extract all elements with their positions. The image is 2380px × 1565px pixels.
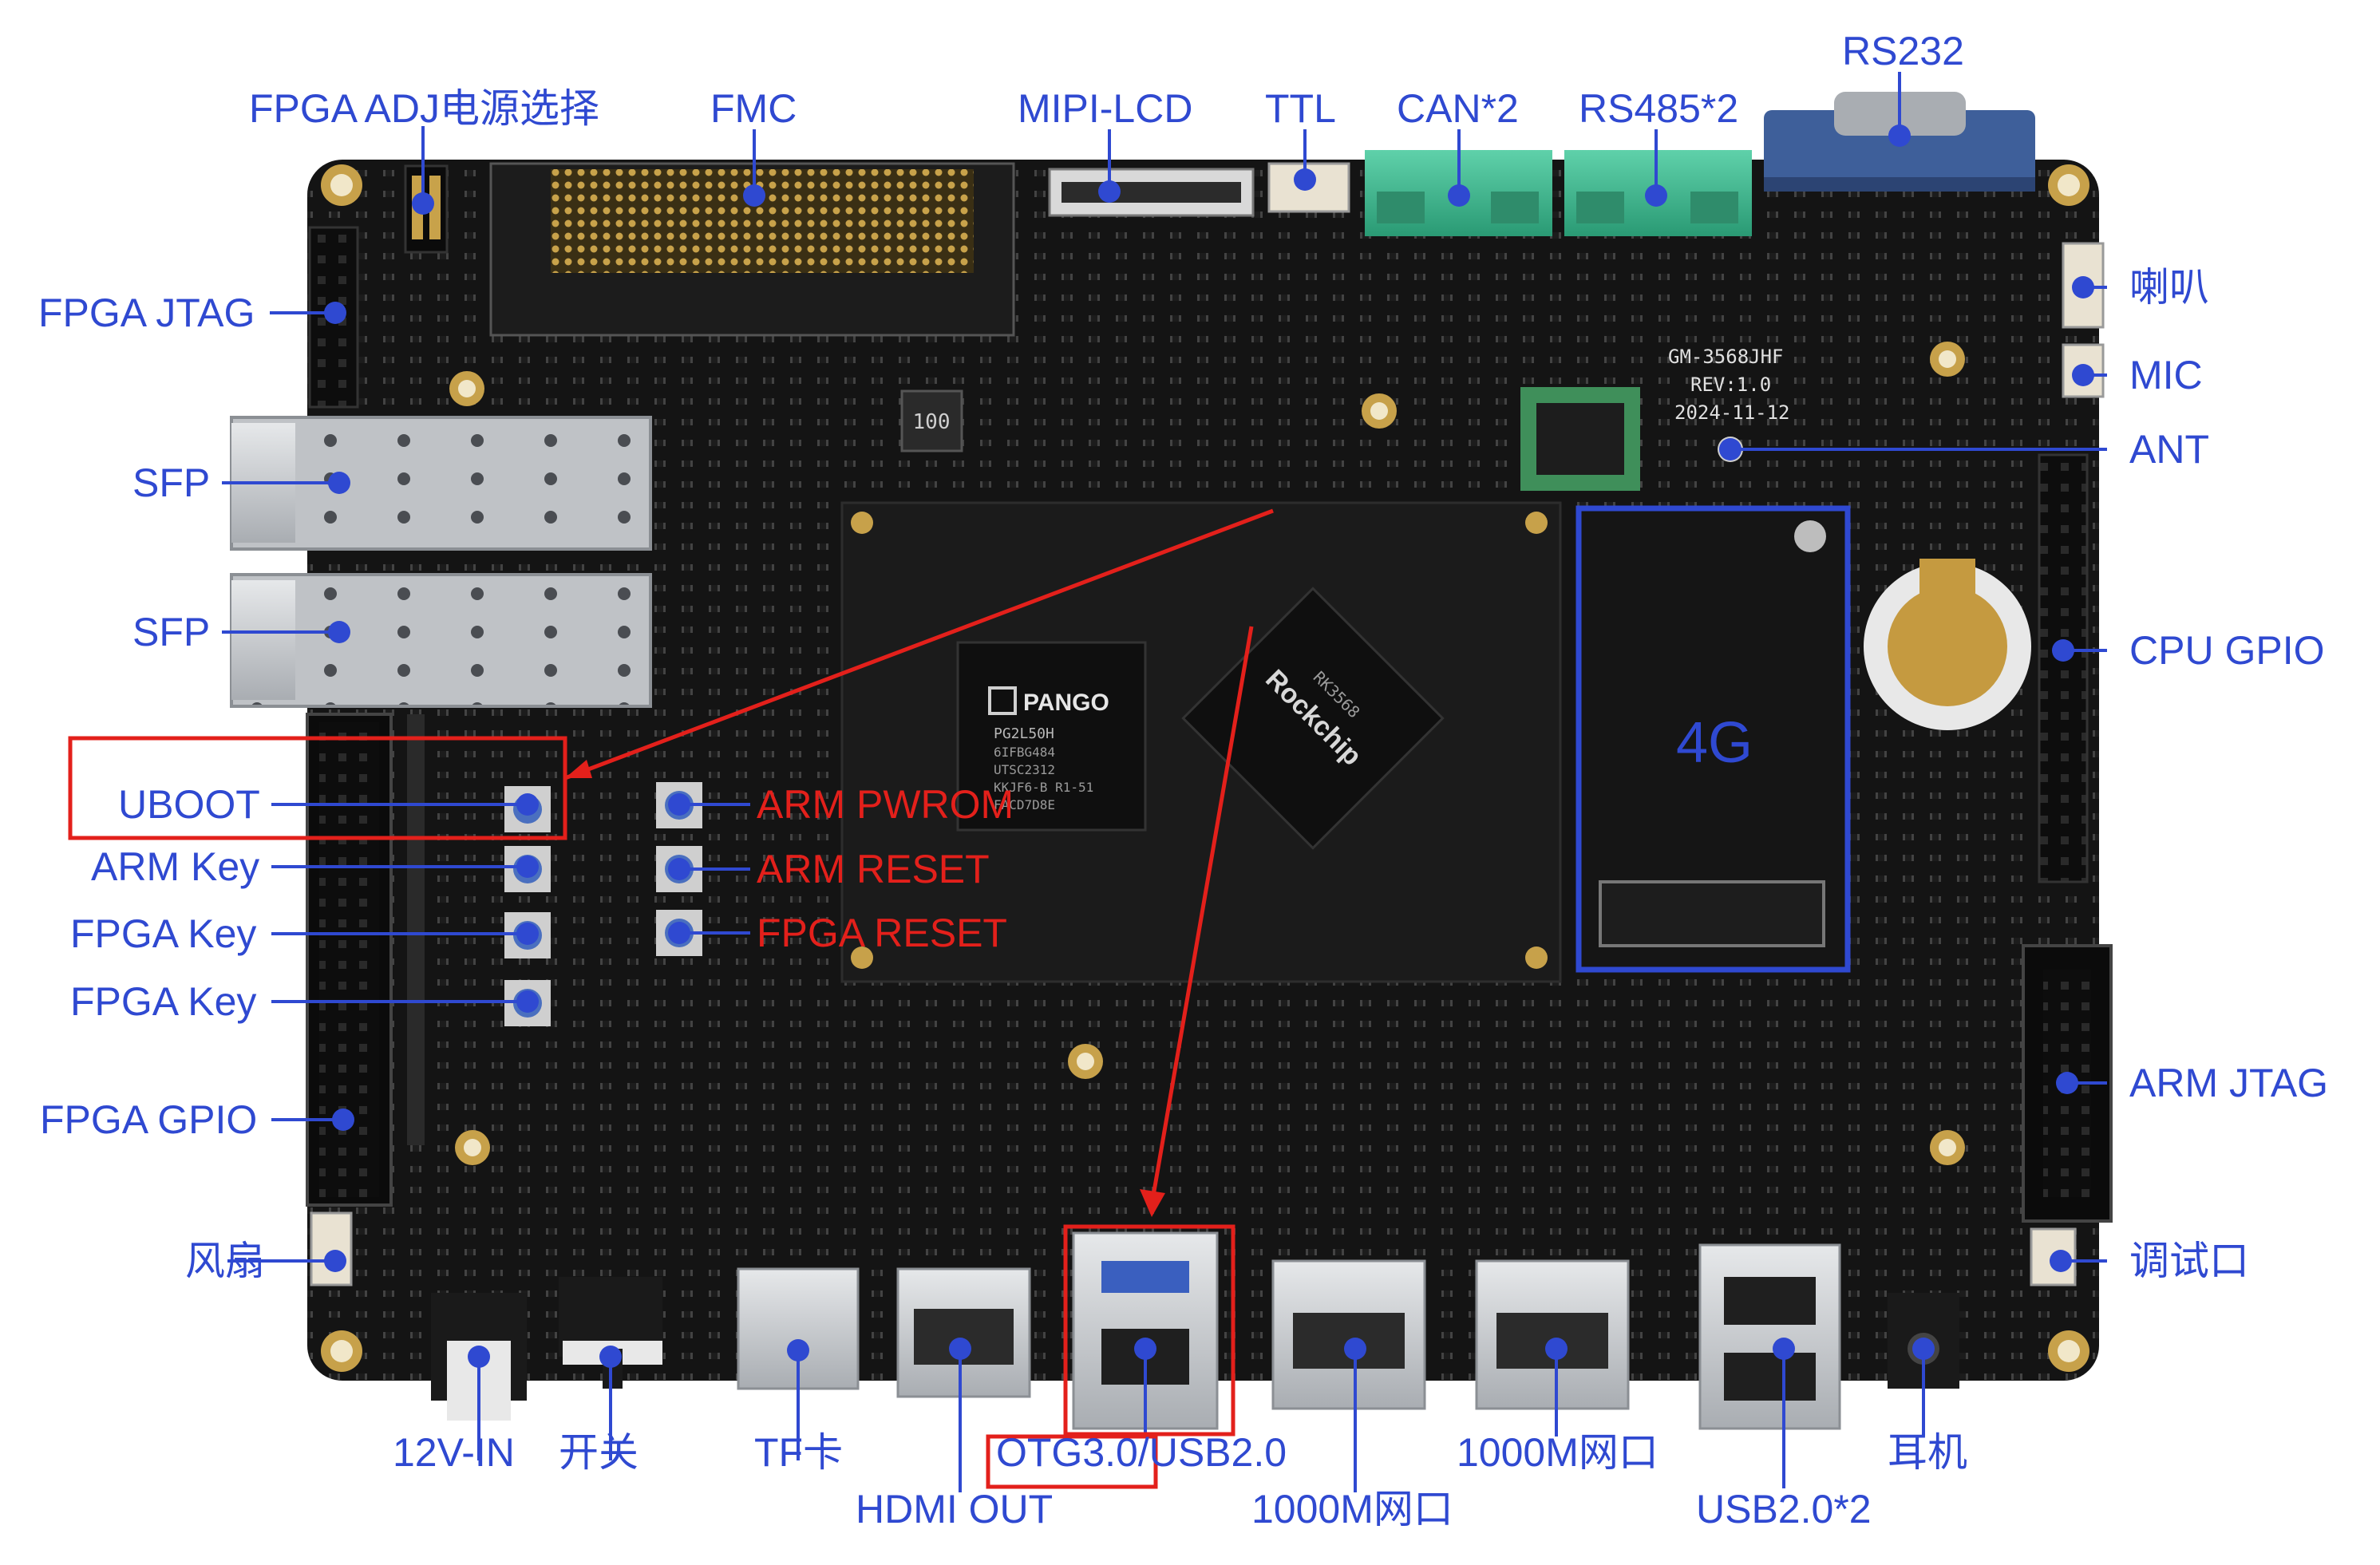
4g-module-slot [1580,511,1848,974]
label-mipi-lcd: MIPI-LCD [1018,86,1193,131]
label-ttl: TTL [1265,86,1336,131]
label-debug-port: 调试口 [2129,1239,2249,1283]
label-usb-2x: USB2.0*2 [1696,1487,1872,1531]
label-hdmi-out: HDMI OUT [856,1487,1054,1531]
label-mic: MIC [2129,353,2203,397]
fan-connector [310,1211,353,1286]
rs485-terminal-block [1564,150,1752,236]
red-highlights [68,508,1274,1489]
fpga-chip-part: PG2L50H [994,725,1054,742]
inductor: 100 [900,389,963,453]
fpga-chip-line3: UTSC2312 [994,762,1055,777]
inductor-mark: 100 [913,410,951,434]
fpga-chip-brand: PANGO [1023,690,1109,716]
label-power-in: 12V-IN [393,1430,515,1475]
label-sfp-2: SFP [132,610,211,654]
label-otg-usb: OTG3.0/USB2.0 [996,1430,1287,1475]
ethernet-port-1 [1271,1259,1426,1410]
label-earphone: 耳机 [1888,1430,1967,1475]
label-eth-1: 1000M网口 [1251,1487,1453,1531]
silk-model: GM-3568JHF [1668,346,1784,368]
label-cpu-gpio: CPU GPIO [2129,628,2325,673]
ethernet-port-2 [1475,1259,1630,1410]
silkscreen-info: GM-3568JHF REV:1.0 2024-11-12 [1668,346,1790,424]
wifi-module [1520,387,1640,491]
leader-lines [222,72,2107,1492]
label-fpga-jtag: FPGA JTAG [38,290,255,335]
label-fpga-gpio: FPGA GPIO [40,1097,258,1142]
4g-label: 4G [1676,711,1753,775]
usb2-dual-port [1698,1243,1841,1430]
label-arm-reset: ARM RESET [757,847,990,891]
leader-dots [324,124,2094,1368]
label-rs485: RS485*2 [1579,86,1739,131]
red-arrowheads [565,760,1165,1217]
fpga-chip-line5: FACD7D8E [994,797,1055,812]
fpga-chip-line4: KKJF6-B R1-51 [994,780,1093,795]
label-fan: 风扇 [185,1239,265,1283]
label-fpga-key-2: FPGA Key [70,979,257,1024]
silk-date: 2024-11-12 [1674,401,1790,424]
label-arm-jtag: ARM JTAG [2129,1061,2329,1105]
mounting-hole-group [321,164,2089,1372]
coin-cell-holder [1864,559,2031,730]
silk-rev: REV:1.0 [1690,373,1771,396]
label-rs232: RS232 [1842,29,1964,73]
hdmi-connector [896,1267,1031,1398]
fpga-chip-line2: 6IFBG484 [994,745,1055,760]
label-switch: 开关 [559,1430,638,1475]
label-speaker: 喇叭 [2129,265,2209,310]
fpga-chip: PANGO PG2L50H 6IFBG484 UTSC2312 KKJF6-B … [956,641,1147,832]
label-sfp-1: SFP [132,460,211,505]
label-uboot: UBOOT [118,782,260,827]
sfp-cage-2 [230,573,652,708]
label-eth-2: 1000M网口 [1457,1430,1658,1475]
cpu-gpio-header [2038,453,2089,883]
label-can: CAN*2 [1397,86,1519,131]
4g-highlight-frame [1575,505,1851,973]
label-ant: ANT [2129,427,2209,472]
mipi-lcd-connector [1048,168,1255,217]
label-fpga-key-1: FPGA Key [70,911,257,956]
rs232-db9-connector [1764,92,2035,192]
label-fpga-reset: FPGA RESET [757,911,1007,955]
label-fmc: FMC [710,86,797,131]
label-arm-key: ARM Key [91,844,260,889]
label-arm-pwrom: ARM PWROM [757,782,1014,827]
label-fpga-adj-power: FPGA ADJ电源选择 [249,86,599,131]
label-tf-card: TF卡 [754,1430,844,1475]
